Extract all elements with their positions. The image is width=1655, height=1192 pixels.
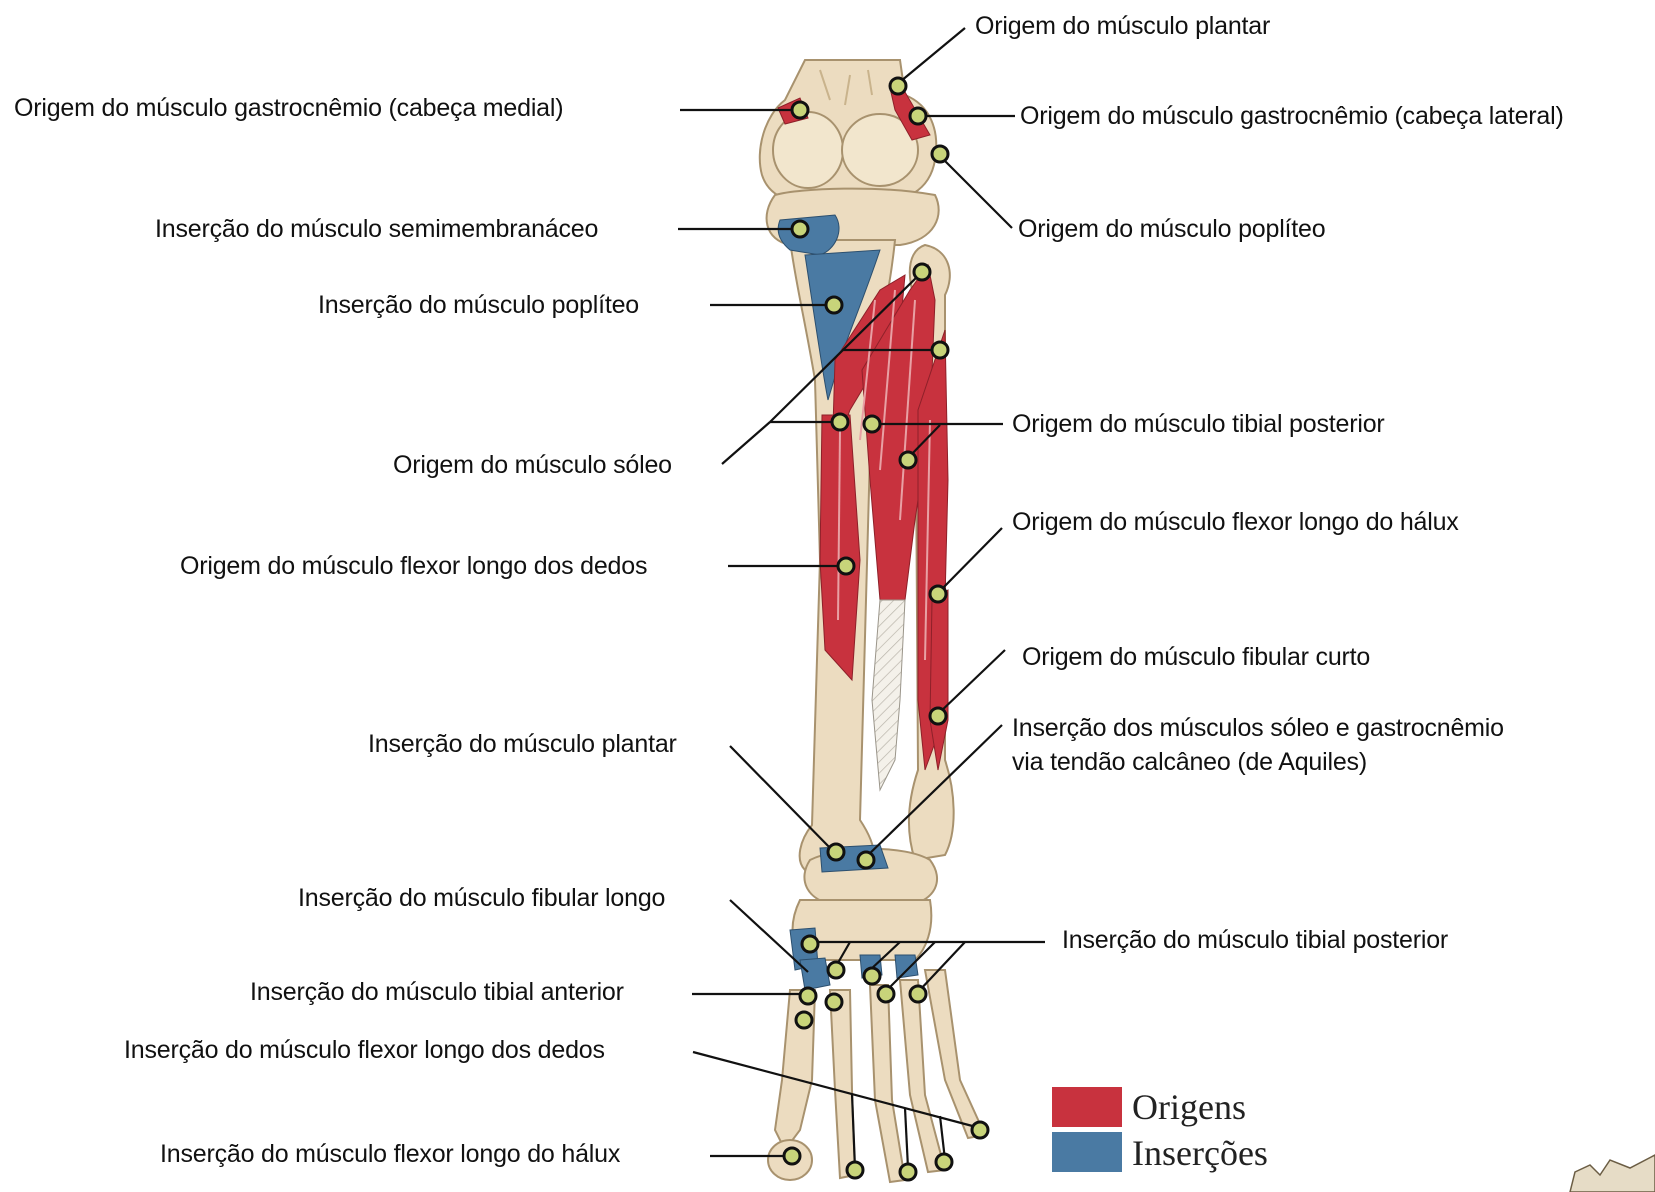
label-insertion-plantaris: Inserção do músculo plantar	[368, 730, 677, 758]
label-origin-tibialis-posterior: Origem do músculo tibial posterior	[1012, 410, 1385, 438]
label-origin-flexor-hallucis-longus: Origem do músculo flexor longo do hálux	[1012, 508, 1459, 536]
label-insertion-tibialis-anterior: Inserção do músculo tibial anterior	[250, 978, 624, 1006]
tarsal-insertion-2	[800, 958, 830, 990]
label-insertion-semimembranosus: Inserção do músculo semimembranáceo	[155, 215, 598, 243]
interosseous-membrane	[872, 600, 905, 790]
legend-label-origins: Origens	[1132, 1087, 1246, 1127]
label-insertion-flexor-hallucis-longus: Inserção do músculo flexor longo do hálu…	[160, 1140, 620, 1168]
label-insertion-soleus-gastrocnemius-line2: via tendão calcâneo (de Aquiles)	[1012, 748, 1367, 776]
label-origin-fibularis-brevis: Origem do músculo fibular curto	[1022, 643, 1370, 671]
label-insertion-popliteus: Inserção do músculo poplíteo	[318, 291, 639, 319]
legend-label-insertions: Inserções	[1132, 1133, 1268, 1173]
label-origin-soleus: Origem do músculo sóleo	[393, 451, 672, 479]
legend-swatch-origins	[1052, 1087, 1122, 1127]
label-origin-popliteus: Origem do músculo poplíteo	[1018, 215, 1325, 243]
label-origin-gastrocnemius-medial: Origem do músculo gastrocnêmio (cabeça m…	[14, 94, 563, 122]
label-insertion-soleus-gastrocnemius-line1: Inserção dos músculos sóleo e gastrocnêm…	[1012, 714, 1504, 742]
label-insertion-fibularis-longus: Inserção do músculo fibular longo	[298, 884, 665, 912]
tarsal-insertion-4	[895, 955, 918, 978]
label-insertion-flexor-digitorum-longus: Inserção do músculo flexor longo dos ded…	[124, 1036, 605, 1064]
label-origin-gastrocnemius-lateral: Origem do músculo gastrocnêmio (cabeça l…	[1020, 102, 1564, 130]
legend-swatch-insertions	[1052, 1132, 1122, 1172]
corner-fragment	[1570, 1155, 1655, 1192]
label-insertion-tibialis-posterior: Inserção do músculo tibial posterior	[1062, 926, 1448, 954]
label-origin-flexor-digitorum-longus: Origem do músculo flexor longo dos dedos	[180, 552, 647, 580]
semimembranosus-insertion	[778, 215, 839, 255]
label-origin-plantaris: Origem do músculo plantar	[975, 12, 1270, 40]
